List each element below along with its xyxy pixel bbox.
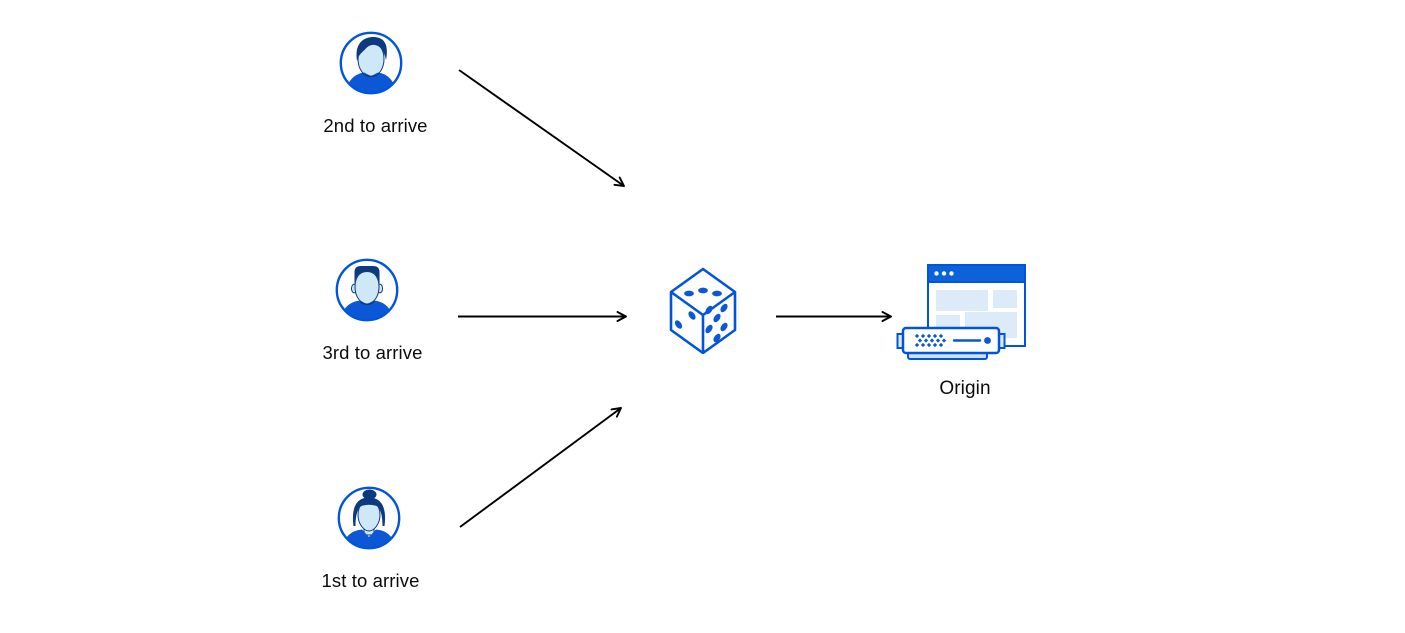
window-dot xyxy=(941,271,947,276)
client-node-2nd xyxy=(338,30,404,96)
arrow-client-1st-to-dice xyxy=(459,407,622,528)
user-avatar-icon xyxy=(335,258,399,322)
origin-server-icon xyxy=(896,264,1026,360)
window-dot xyxy=(949,271,954,276)
window-dot xyxy=(934,271,939,276)
server-box xyxy=(896,326,1006,360)
origin-node xyxy=(893,256,1029,364)
window-content-panels xyxy=(936,290,1017,338)
avatar-face xyxy=(357,499,381,532)
server-indicator-dot xyxy=(984,337,991,344)
dice-icon xyxy=(669,267,737,354)
origin-label: Origin xyxy=(939,378,991,399)
avatar-face xyxy=(354,270,380,305)
dice-pips xyxy=(674,287,728,343)
avatar-hair xyxy=(356,37,387,61)
client-label-2nd: 2nd to arrive xyxy=(323,115,428,136)
user-avatar-icon xyxy=(339,31,403,95)
client-label-3rd: 3rd to arrive xyxy=(322,342,423,363)
avatar-hair xyxy=(354,266,380,285)
avatar-hair xyxy=(352,497,386,526)
user-avatar-icon xyxy=(337,486,401,550)
client-node-3rd xyxy=(334,257,400,323)
avatar-hair-bun xyxy=(362,489,377,500)
client-node-1st xyxy=(336,485,402,551)
client-label-1st: 1st to arrive xyxy=(321,570,420,591)
arrow-client-2nd-to-dice xyxy=(458,69,625,187)
random-selector-node xyxy=(668,266,738,354)
